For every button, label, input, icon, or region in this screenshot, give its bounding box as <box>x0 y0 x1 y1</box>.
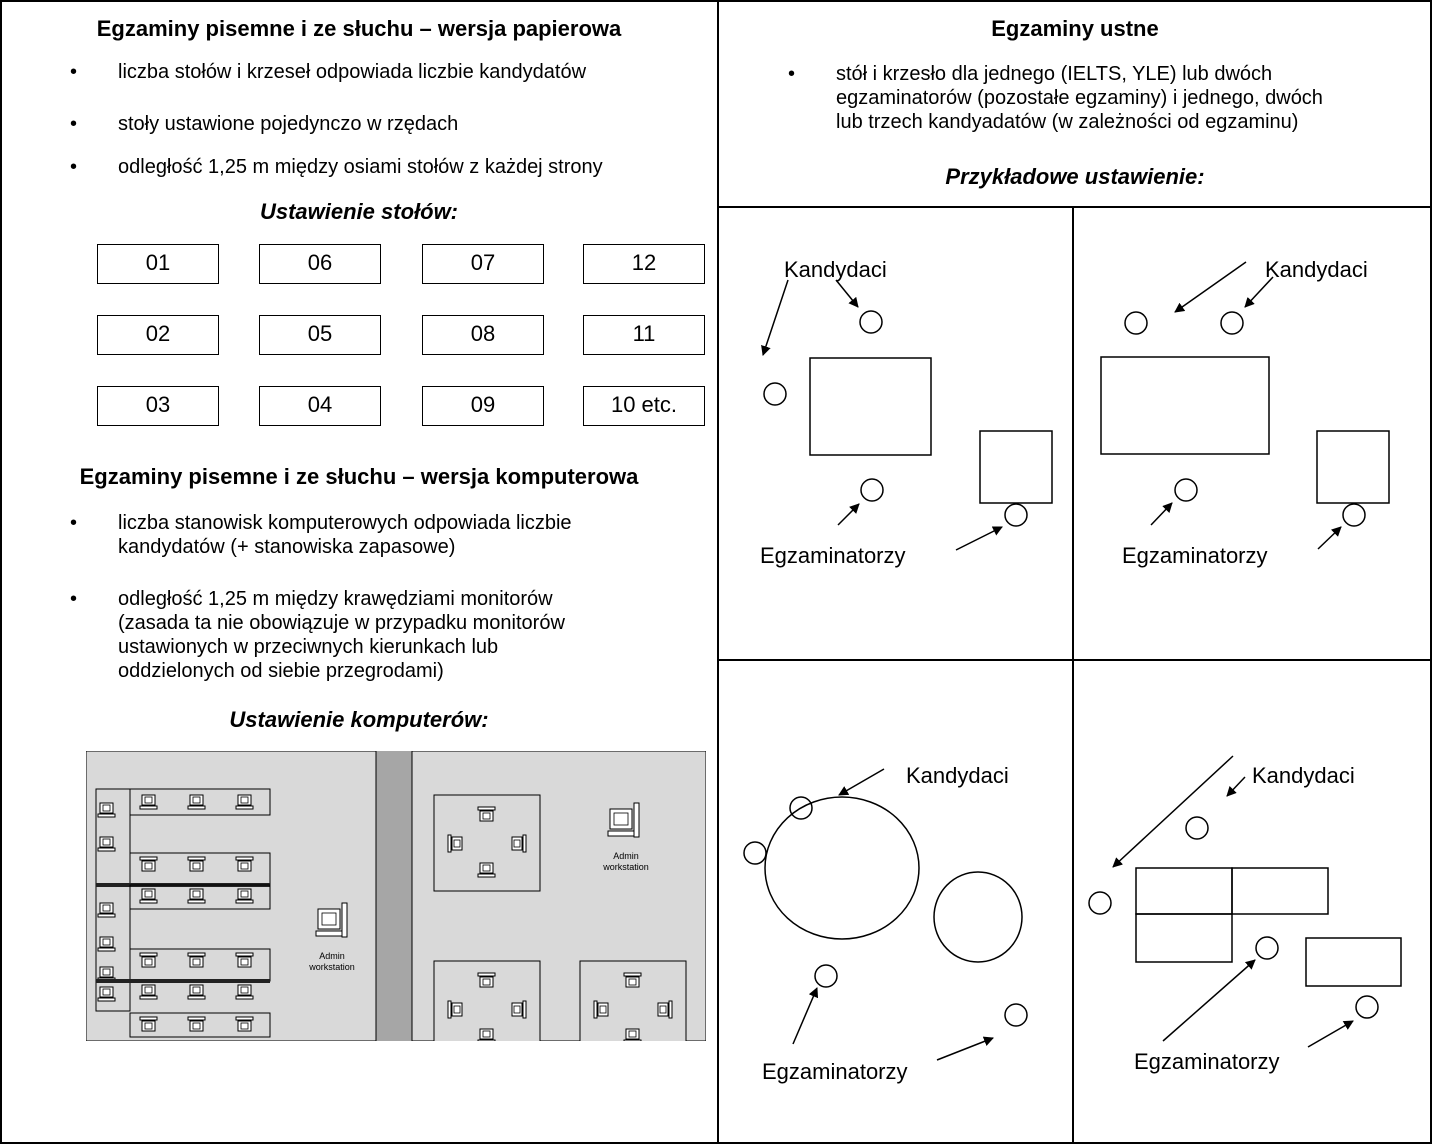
admin-label: workstation <box>602 862 649 872</box>
desk: 02 <box>97 315 219 355</box>
candidates-label: Kandydaci <box>906 763 1009 788</box>
desk: 09 <box>422 386 544 426</box>
desk: 08 <box>422 315 544 355</box>
desk: 05 <box>259 315 381 355</box>
seating-example-3 <box>743 768 1028 1061</box>
admin-label: Admin <box>613 851 639 861</box>
example-title: Przykładowe ustawienie: <box>945 164 1205 189</box>
desk: 12 <box>583 244 705 284</box>
computer-bullet: • odległość 1,25 m między krawędziami mo… <box>70 588 565 682</box>
examiners-label: Egzaminatorzy <box>760 543 906 568</box>
examiners-label: Egzaminatorzy <box>1122 543 1268 568</box>
oral-exam-title: Egzaminy ustne <box>991 16 1159 41</box>
desk: 04 <box>259 386 381 426</box>
paper-bullet: •liczba stołów i krzeseł odpowiada liczb… <box>70 61 587 83</box>
computer-room-plan: Admin workstation Admin workstation <box>86 751 706 1041</box>
examiners-label: Egzaminatorzy <box>762 1059 908 1084</box>
desk: 03 <box>97 386 219 426</box>
admin-label: workstation <box>308 962 355 972</box>
corridor <box>376 751 412 1041</box>
seating-example-1 <box>761 279 1053 551</box>
seating-example-2 <box>1100 261 1390 550</box>
tables-layout-title: Ustawienie stołów: <box>259 199 459 224</box>
desk: 11 <box>583 315 705 355</box>
candidates-label: Kandydaci <box>1252 763 1355 788</box>
seating-example-4 <box>1088 755 1402 1048</box>
candidates-label: Kandydaci <box>784 257 887 282</box>
computer-bullet: • liczba stanowisk komputerowych odpowia… <box>70 512 572 558</box>
desk: 10 etc. <box>583 386 705 426</box>
examiners-label: Egzaminatorzy <box>1134 1049 1280 1074</box>
paper-bullet: •stoły ustawione pojedynczo w rzędach <box>70 113 459 135</box>
desk: 01 <box>97 244 219 284</box>
paper-bullet: •odległość 1,25 m między osiami stołów z… <box>70 156 603 178</box>
computer-exam-title: Egzaminy pisemne i ze słuchu – wersja ko… <box>79 464 639 489</box>
admin-label: Admin <box>319 951 345 961</box>
candidates-label: Kandydaci <box>1265 257 1368 282</box>
computers-layout-title: Ustawienie komputerów: <box>229 707 489 732</box>
oral-bullet: • stół i krzesło dla jednego (IELTS, YLE… <box>788 63 1323 133</box>
desk: 07 <box>422 244 544 284</box>
paper-exam-title: Egzaminy pisemne i ze słuchu – wersja pa… <box>96 16 622 41</box>
desk: 06 <box>259 244 381 284</box>
